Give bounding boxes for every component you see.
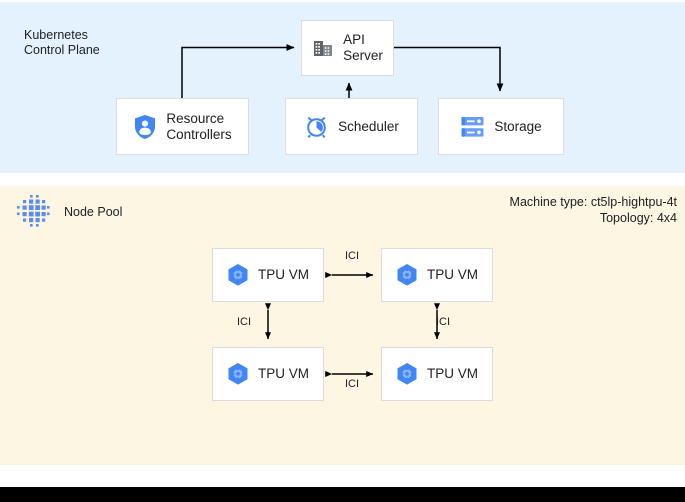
node-tpu-vm-2[interactable]: TPU VM <box>381 248 493 302</box>
node-tpu-vm-3-label: TPU VM <box>257 366 309 381</box>
node-resource-controllers[interactable]: Resource Controllers <box>116 98 249 155</box>
node-tpu-vm-3[interactable]: TPU VM <box>212 347 324 401</box>
bottom-bar <box>0 487 685 502</box>
node-resource-controllers-label: Resource Controllers <box>166 110 232 142</box>
arrow-resource-controllers-to-api-server <box>181 44 295 98</box>
hexagon-gear-icon <box>228 264 248 286</box>
node-storage-label: Storage <box>494 118 542 134</box>
alarm-clock-icon <box>307 116 326 138</box>
server-rack-icon <box>461 116 484 137</box>
hexagon-gear-icon <box>397 264 417 286</box>
hexagon-gear-icon <box>228 363 248 385</box>
node-storage[interactable]: Storage <box>438 98 564 155</box>
node-tpu-vm-1-label: TPU VM <box>257 267 309 282</box>
node-tpu-vm-4-label: TPU VM <box>426 366 478 381</box>
node-tpu-vm-2-label: TPU VM <box>426 267 478 282</box>
node-pool-meta: Machine type: ct5lp-hightpu-4t Topology:… <box>510 194 677 226</box>
node-tpu-vm-4[interactable]: TPU VM <box>381 347 493 401</box>
ici-label-left: ICI <box>236 316 252 328</box>
shield-person-icon <box>135 114 156 139</box>
hexagon-gear-icon <box>397 363 417 385</box>
node-pool-section <box>0 186 685 465</box>
node-tpu-vm-1[interactable]: TPU VM <box>212 248 324 302</box>
ici-label-right: ICI <box>435 316 451 328</box>
node-scheduler-label: Scheduler <box>338 118 399 134</box>
node-api-server-label: API Server <box>343 32 383 63</box>
control-plane-title: Kubernetes Control Plane <box>24 28 100 57</box>
node-api-server[interactable]: API Server <box>301 20 394 76</box>
topology-text: Topology: 4x4 <box>599 211 677 225</box>
node-pool-dots-icon <box>17 195 50 227</box>
node-pool-title: Node Pool <box>64 205 123 219</box>
arrow-api-server-to-storage <box>394 46 504 92</box>
node-scheduler[interactable]: Scheduler <box>285 98 418 155</box>
machine-type-text: Machine type: ct5lp-hightpu-4t <box>509 195 677 209</box>
building-icon <box>314 41 333 56</box>
ici-label-bottom: ICI <box>344 378 360 390</box>
ici-label-top: ICI <box>344 250 360 262</box>
